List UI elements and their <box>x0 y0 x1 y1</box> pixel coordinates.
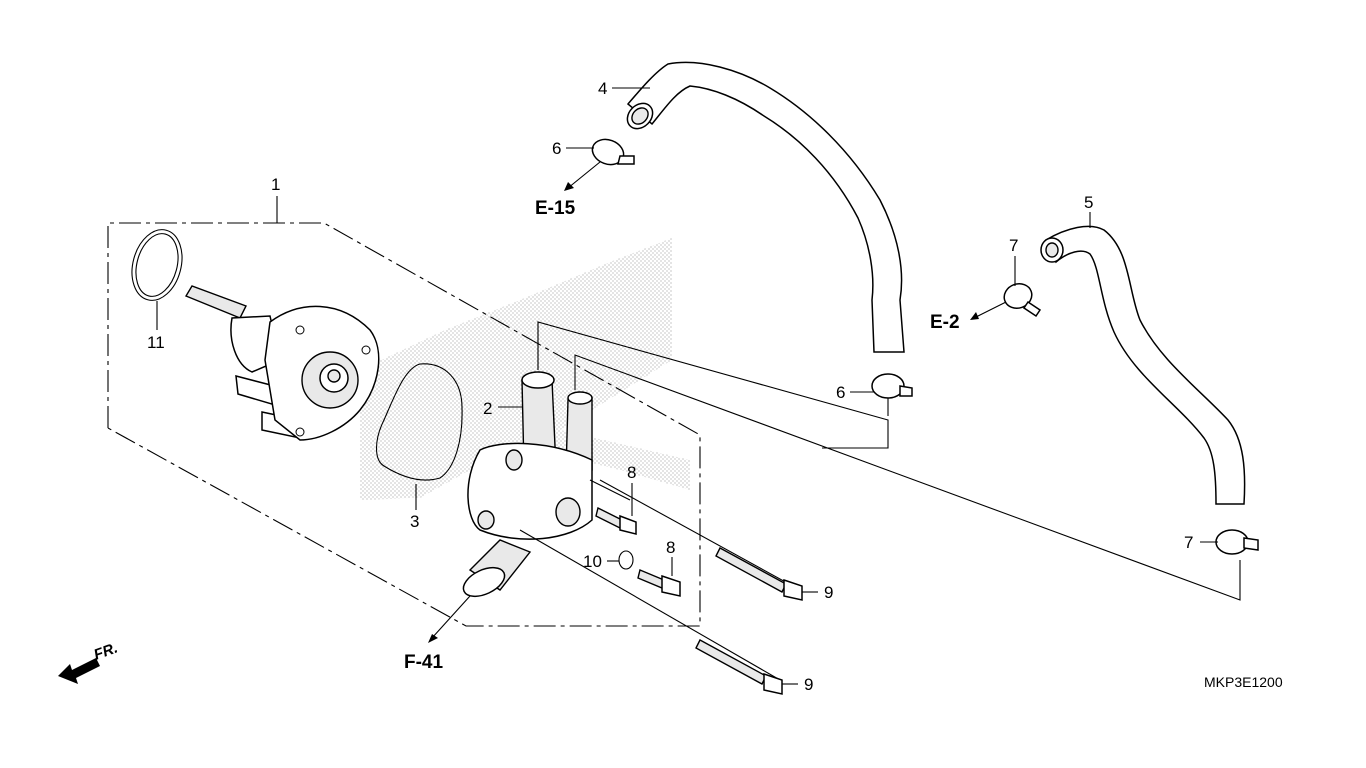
callout-8-lower: 8 <box>666 538 675 557</box>
reference-e2: E-2 <box>930 312 960 333</box>
clamp-7-upper <box>1003 282 1042 318</box>
callout-2: 2 <box>483 399 492 418</box>
arrow-f41 <box>428 634 438 643</box>
callout-11: 11 <box>147 333 165 352</box>
arrow-e2 <box>970 312 979 320</box>
diagram-code: MKP3E1200 <box>1204 674 1283 690</box>
callout-8-upper: 8 <box>627 463 636 482</box>
washer-10 <box>618 550 634 570</box>
leader-hose5-bracket <box>574 354 1241 601</box>
leader-bolt8-upper <box>589 479 631 501</box>
shading-area <box>360 238 690 500</box>
o-ring-11 <box>131 229 183 301</box>
callout-1: 1 <box>271 175 280 194</box>
callout-9-lower: 9 <box>804 675 813 694</box>
clamp-6-upper <box>591 138 635 166</box>
callout-3: 3 <box>410 512 419 531</box>
callout-10: 10 <box>583 552 602 571</box>
reference-e15: E-15 <box>535 198 576 219</box>
callout-6-upper: 6 <box>552 139 561 158</box>
callout-5: 5 <box>1084 193 1093 212</box>
hose-5 <box>1040 225 1246 505</box>
bolt-8-upper <box>595 506 637 535</box>
reference-f41: F-41 <box>404 652 444 673</box>
water-pump <box>184 285 380 441</box>
leader-bolt9-lower <box>519 529 781 681</box>
clamp-6-lower <box>871 373 913 416</box>
front-arrow-icon <box>58 658 100 684</box>
callout-9-upper: 9 <box>824 583 833 602</box>
bolt-9-lower <box>695 639 783 695</box>
thermostat-housing <box>462 371 593 598</box>
callout-6-lower: 6 <box>836 383 845 402</box>
bolt-9-upper <box>715 547 803 601</box>
leader-hose4-bracket <box>537 321 889 449</box>
leader-bolt9-upper <box>599 479 801 591</box>
assembly-1-outline <box>107 222 701 627</box>
gasket-3 <box>375 363 463 481</box>
leader-e15 <box>567 161 601 189</box>
leader-e2 <box>973 301 1007 319</box>
arrow-e15 <box>564 182 574 191</box>
clamp-7-lower <box>1215 529 1259 555</box>
hose-4 <box>626 61 905 353</box>
o-ring-11-inner <box>135 233 179 297</box>
callout-7-upper: 7 <box>1009 236 1018 255</box>
callout-4: 4 <box>598 79 607 98</box>
front-label: FR. <box>92 640 121 664</box>
bolt-8-lower <box>637 569 681 597</box>
callout-7-lower: 7 <box>1184 533 1193 552</box>
leader-f41 <box>431 595 471 639</box>
